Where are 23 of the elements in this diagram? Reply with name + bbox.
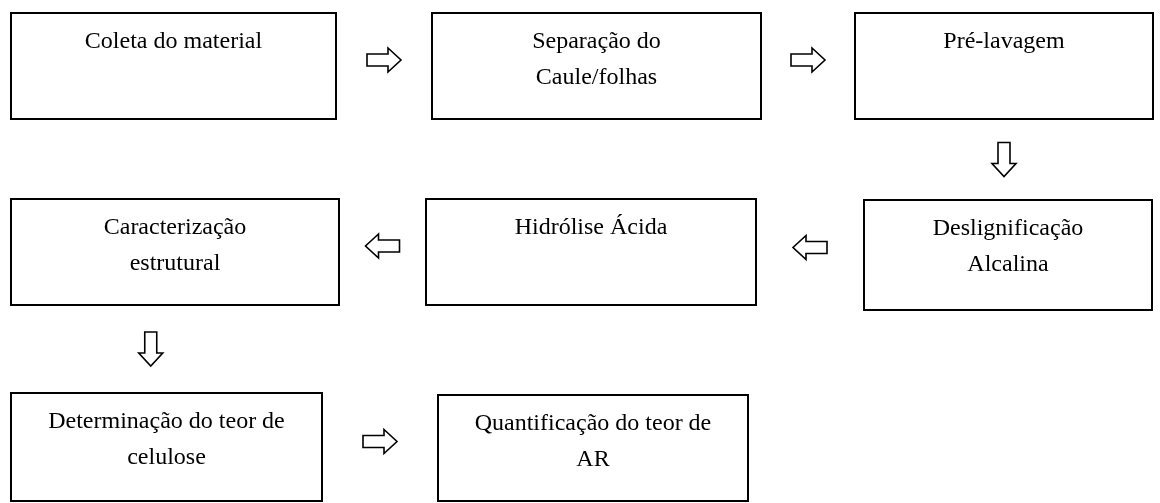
block-arrow [364,232,401,260]
process-box [863,199,1153,311]
block-arrow [136,331,165,368]
step-label: Determinação do teor de celulose [47,406,286,471]
process-box [10,198,340,306]
step-label: Separação do Caule/folhas [531,26,662,91]
step-label: Pré-lavagem [943,26,1065,55]
process-box [437,394,749,502]
step-label: Quantificação do teor de AR [473,408,713,473]
process-box [425,198,757,306]
process-box [10,392,323,502]
step-label: Coleta do material [84,26,263,55]
process-box [854,12,1154,120]
block-arrow [362,427,399,456]
block-arrow [366,46,403,74]
step-label: Deslignificação Alcalina [931,213,1085,278]
block-arrow [791,233,828,262]
process-box [10,12,337,120]
block-arrow [990,141,1018,178]
step-label: Hidrólise Ácida [514,212,668,241]
step-label: Caracterização estrutural [102,212,248,277]
process-box [431,12,762,120]
block-arrow [790,46,827,74]
